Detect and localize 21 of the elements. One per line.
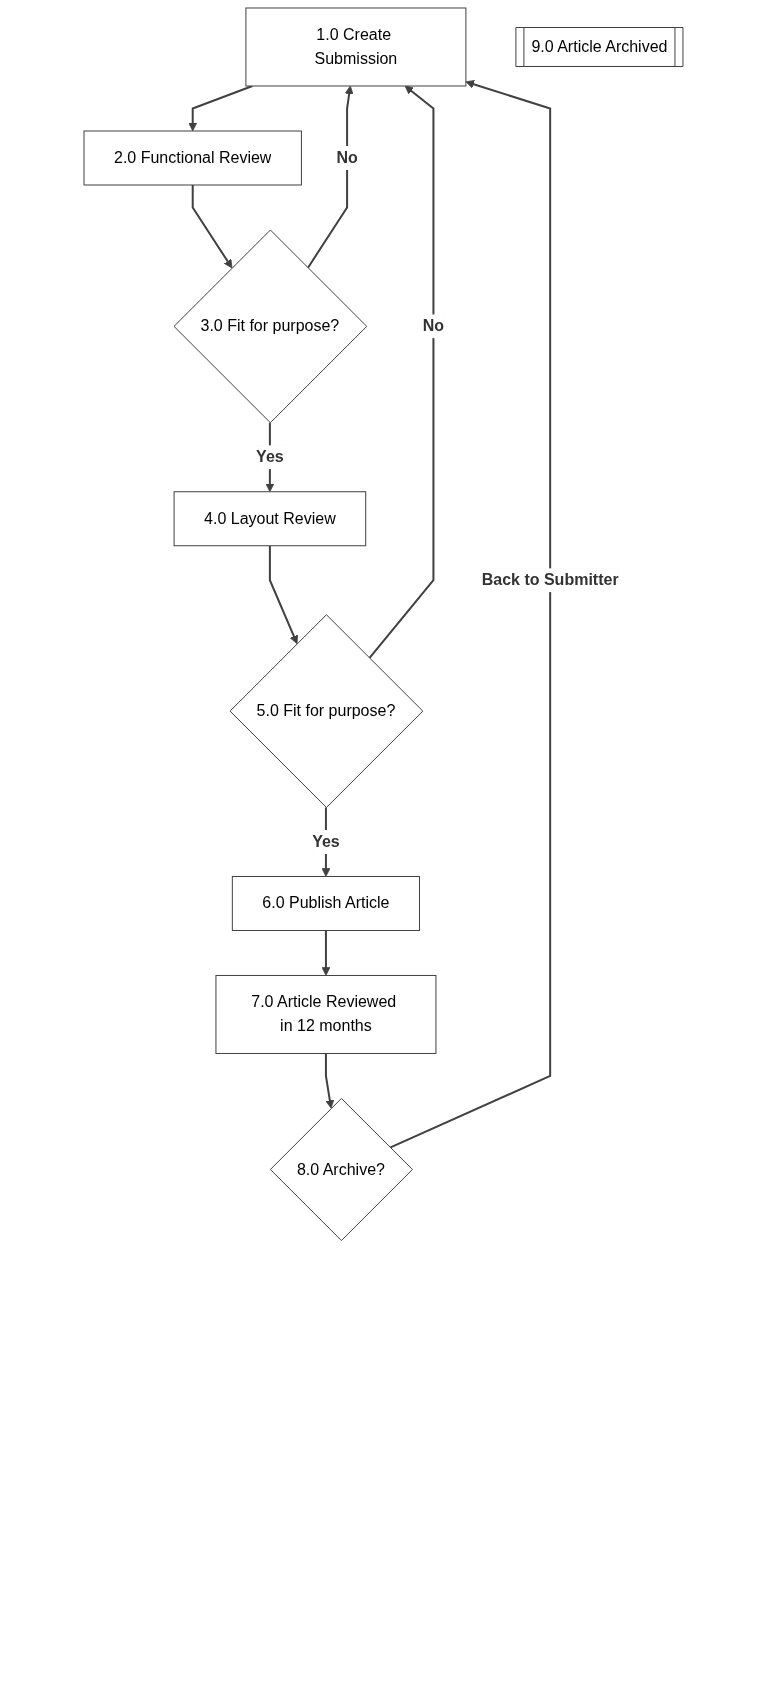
arrow — [268, 544, 298, 645]
node-box: 2.0 Functional Review — [83, 130, 302, 186]
arrow — [187, 85, 253, 132]
node-diamond: 8.0 Archive? — [269, 1097, 413, 1242]
edge-label: Yes — [255, 448, 284, 466]
edge-label: No — [335, 149, 358, 166]
arrow — [191, 184, 232, 269]
arrow — [324, 1052, 334, 1109]
node-box: 7.0 Article Reviewed in 12 months — [214, 975, 436, 1054]
node-box: 6.0 Publish Article — [231, 876, 420, 931]
node-box: 4.0 Layout Review — [173, 491, 366, 547]
arrow — [321, 929, 330, 976]
edge-label: Back to Submitter — [481, 571, 619, 589]
node-diamond: 5.0 Fit for purpose? — [229, 614, 423, 808]
arrow — [367, 85, 434, 660]
edge-label: No — [422, 317, 444, 335]
edge-label: Yes — [311, 832, 340, 850]
arrow — [388, 80, 551, 1149]
node-box: 1.0 Create Submission — [244, 7, 466, 87]
node-diamond: 3.0 Fit for purpose? — [173, 229, 367, 424]
arrow — [306, 85, 354, 269]
